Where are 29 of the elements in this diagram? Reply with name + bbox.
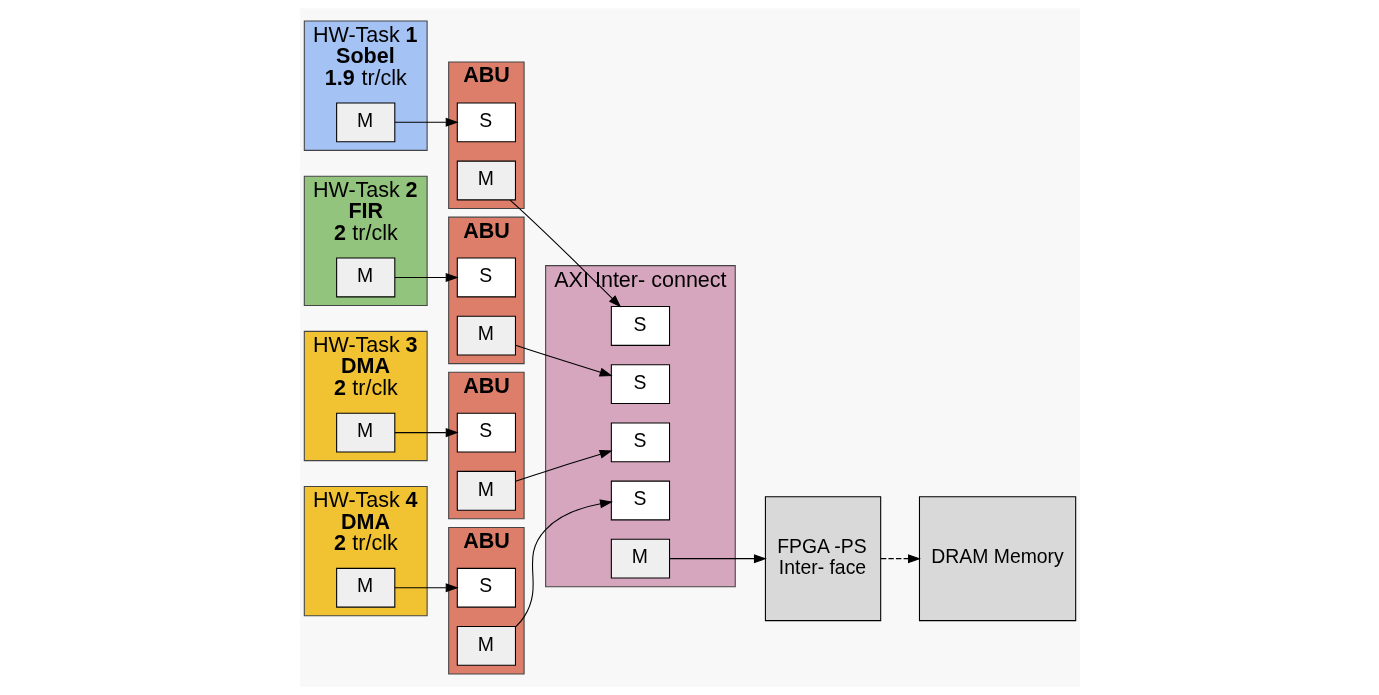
node-box: S bbox=[456, 257, 516, 298]
node-box: S bbox=[610, 480, 670, 521]
arrow bbox=[514, 499, 613, 628]
arrow bbox=[393, 272, 459, 282]
node-box: S bbox=[456, 567, 516, 608]
node-box: M bbox=[335, 257, 395, 298]
arrow bbox=[509, 199, 621, 308]
arrow bbox=[393, 117, 459, 127]
node-box: M bbox=[456, 626, 516, 666]
arrow bbox=[514, 449, 613, 482]
node-box: M bbox=[335, 412, 395, 453]
node-box: S bbox=[456, 412, 516, 453]
node-box: M bbox=[456, 315, 516, 356]
arrow bbox=[514, 344, 613, 377]
node-box: DRAM Memory bbox=[918, 496, 1076, 622]
node-box: S bbox=[610, 306, 670, 346]
node-box: M bbox=[335, 567, 395, 608]
arrow bbox=[668, 554, 767, 564]
arrow bbox=[880, 554, 921, 564]
node-box: M bbox=[335, 102, 395, 143]
node-box: S bbox=[610, 364, 670, 405]
node-box: M bbox=[456, 470, 516, 511]
arrow bbox=[393, 428, 459, 438]
node-box: M bbox=[610, 538, 670, 579]
node-box: FPGA -PS Inter- face bbox=[764, 496, 881, 622]
arrow bbox=[393, 583, 459, 593]
node-box: S bbox=[456, 102, 516, 143]
node-box: M bbox=[456, 160, 516, 201]
node-box: S bbox=[610, 422, 670, 463]
